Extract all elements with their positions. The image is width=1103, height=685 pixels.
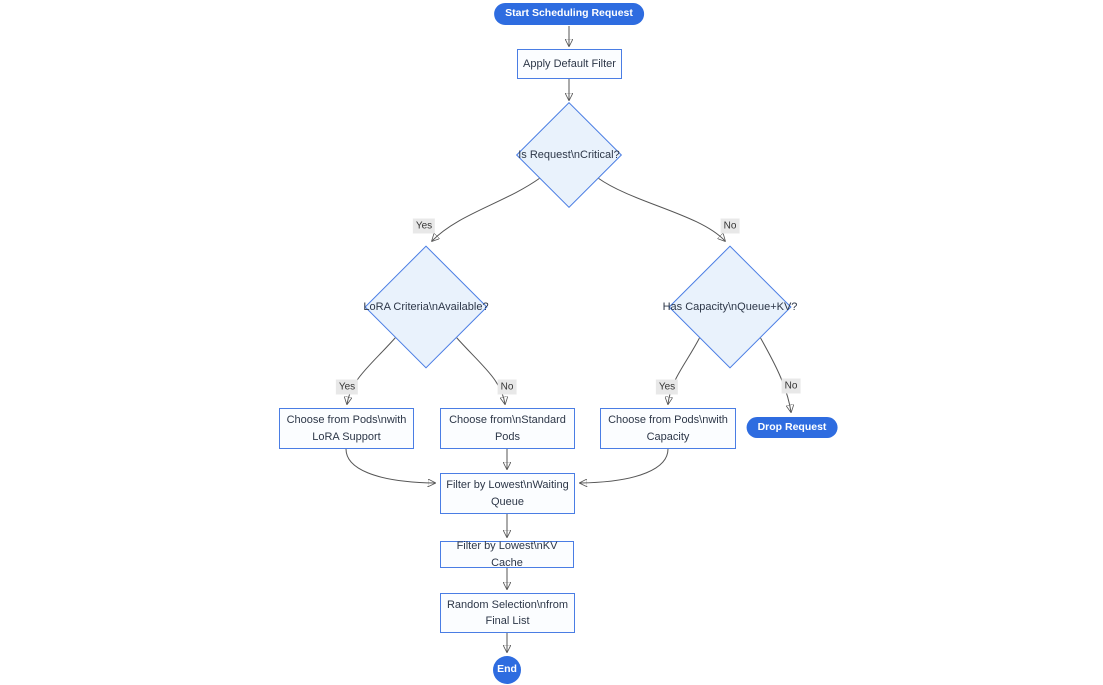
node-choose-pods-capacity: Choose from Pods\nwith Capacity — [600, 408, 736, 449]
edge-label-capacity-yes: Yes — [655, 379, 679, 395]
edge-label-capacity-no: No — [781, 378, 801, 394]
edge-label-lora-yes: Yes — [335, 379, 359, 395]
edge-lora-no-to-standard — [455, 336, 505, 404]
edge-choosecap-to-filterqueue — [580, 448, 669, 483]
node-end: End — [493, 656, 521, 684]
node-has-capacity-queue-kv: Has Capacity\nQueue+KV? — [663, 245, 797, 369]
edge-label-critical-no: No — [720, 218, 740, 234]
edge-critical-no-to-capacity — [597, 177, 725, 241]
edge-capacity-yes-to-choosecap — [668, 336, 701, 404]
edge-lora-yes-to-chooselora — [347, 336, 397, 404]
node-start-scheduling-request: Start Scheduling Request — [494, 3, 644, 25]
edge-label-lora-no: No — [497, 379, 517, 395]
diamond-label: Is Request\nCritical? — [518, 149, 620, 161]
node-choose-pods-lora-support: Choose from Pods\nwith LoRA Support — [279, 408, 414, 449]
diamond-label: Has Capacity\nQueue+KV? — [662, 301, 798, 313]
node-drop-request: Drop Request — [746, 417, 838, 438]
diamond-label: LoRA Criteria\nAvailable? — [363, 301, 489, 313]
node-choose-standard-pods: Choose from\nStandard Pods — [440, 408, 575, 449]
edge-chooselora-to-filterqueue — [345, 448, 435, 483]
edge-label-critical-yes: Yes — [412, 218, 436, 234]
node-apply-default-filter: Apply Default Filter — [517, 49, 622, 79]
node-is-request-critical: Is Request\nCritical? — [515, 101, 623, 209]
node-filter-lowest-kv-cache: Filter by Lowest\nKV Cache — [440, 540, 574, 569]
edge-critical-yes-to-lora — [432, 177, 541, 241]
edge-capacity-no-to-drop — [759, 336, 791, 412]
node-lora-criteria-available: LoRA Criteria\nAvailable? — [363, 245, 489, 369]
node-random-selection-final-list: Random Selection\nfrom Final List — [440, 593, 575, 633]
node-filter-lowest-waiting-queue: Filter by Lowest\nWaiting Queue — [440, 473, 575, 514]
